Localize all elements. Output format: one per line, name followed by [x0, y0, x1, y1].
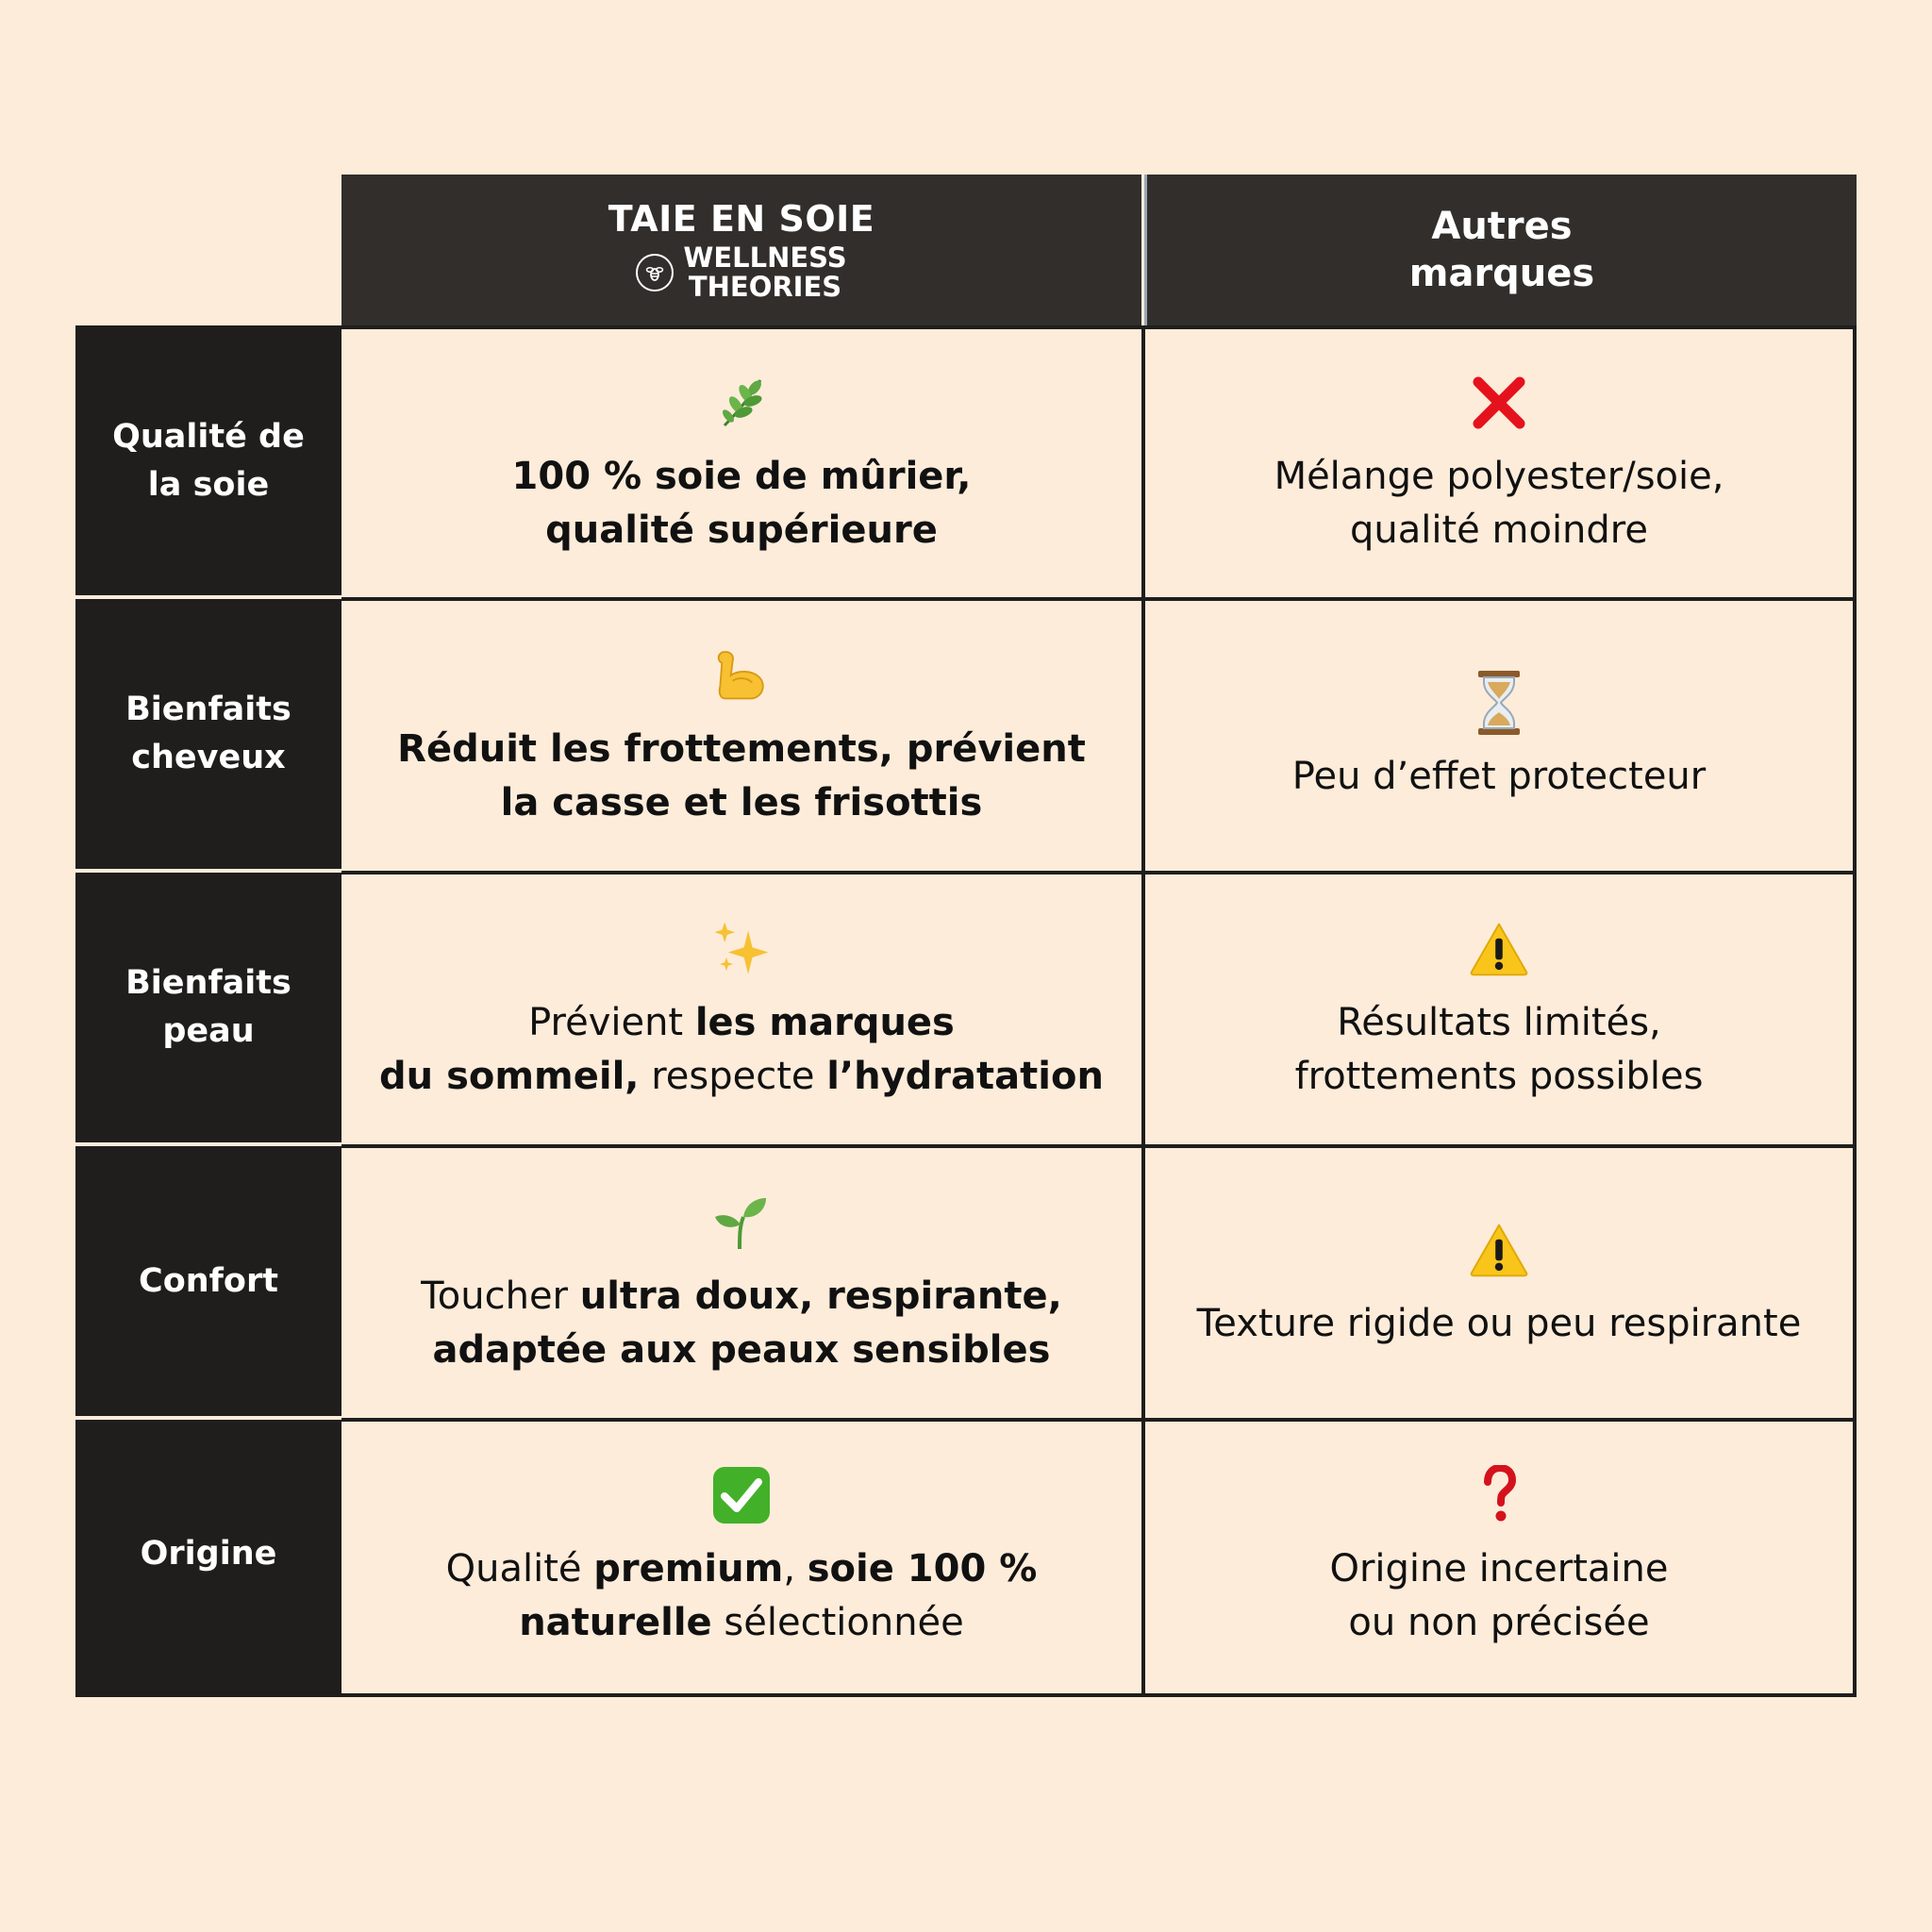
row-label: Origine: [140, 1534, 277, 1573]
comparison-table: TAIE EN SOIE WELLNESS THEORIES Autres ma…: [75, 175, 1857, 1697]
cell-others: Origine incertaine ou non précisée: [1145, 1422, 1853, 1693]
brand-line-2: THEORIES: [688, 271, 842, 303]
text-segment: Qualité: [445, 1547, 594, 1591]
cell-others: Résultats limités, frottements possibles: [1145, 874, 1853, 1148]
bold-text-segment: premium: [593, 1547, 784, 1591]
cell-others-text: Texture rigide ou peu respirante: [1196, 1301, 1802, 1345]
flexed-biceps-icon: [711, 645, 772, 706]
header-others: Autres marques: [1144, 175, 1857, 325]
cell-ours: Qualité premium, soie 100 % naturelle sé…: [341, 1422, 1141, 1693]
cell-others-text: Résultats limités, frottements possibles: [1294, 1001, 1704, 1098]
bold-text-segment: soie 100 % naturelle: [519, 1547, 1038, 1644]
row-divider: [341, 1144, 1853, 1148]
cell-others: Peu d’effet protecteur: [1145, 601, 1853, 874]
row-separator: [75, 1142, 341, 1146]
cell-ours: 100 % soie de mûrier, qualité supérieure: [341, 329, 1141, 601]
text-segment: respecte: [639, 1055, 827, 1098]
cell-ours-text: Toucher ultra doux, respirante, adaptée …: [421, 1270, 1062, 1377]
row-separator: [75, 595, 341, 599]
text-segment: Prévient: [528, 1001, 695, 1044]
row-separator: [75, 1416, 341, 1420]
herb-icon: [711, 373, 772, 433]
bold-text-segment: 100 % soie de mûrier, qualité supérieure: [511, 455, 972, 552]
warning-icon: [1469, 919, 1529, 979]
row-label: Bienfaits peau: [125, 964, 291, 1050]
row-label: Qualité de la soie: [112, 418, 305, 504]
row-separator: [75, 869, 341, 873]
brand-name: WELLNESS THEORIES: [683, 243, 846, 302]
cell-ours: Prévient les marques du sommeil, respect…: [341, 874, 1141, 1148]
check-mark-button-icon: [711, 1465, 772, 1525]
row-divider: [341, 1418, 1853, 1422]
cell-others-text: Peu d’effet protecteur: [1291, 754, 1707, 798]
header-ours-title: TAIE EN SOIE: [608, 198, 875, 240]
row-divider: [341, 597, 1853, 601]
text-segment: sélectionnée: [711, 1601, 964, 1644]
cell-others: Texture rigide ou peu respirante: [1145, 1148, 1853, 1422]
row-divider: [341, 871, 1853, 874]
cell-ours: Réduit les frottements, prévient la cass…: [341, 601, 1141, 874]
seedling-icon: [711, 1192, 772, 1253]
cell-ours-text: Réduit les frottements, prévient la cass…: [397, 723, 1086, 830]
red-cross-icon: [1469, 373, 1529, 433]
cell-others-text: Mélange polyester/soie, qualité moindre: [1274, 455, 1724, 552]
row-label: Bienfaits cheveux: [125, 691, 291, 776]
cell-ours-text: Prévient les marques du sommeil, respect…: [379, 996, 1104, 1104]
brand: WELLNESS THEORIES: [636, 243, 847, 302]
bold-text-segment: ultra doux, respirante, adaptée aux peau…: [432, 1274, 1062, 1372]
bold-text-segment: Réduit les frottements, prévient la cass…: [397, 727, 1086, 824]
text-segment: ,: [783, 1547, 808, 1591]
header-ours: TAIE EN SOIE WELLNESS THEORIES: [341, 175, 1141, 325]
bold-text-segment: l’hydratation: [826, 1055, 1104, 1098]
brand-line-1: WELLNESS: [683, 242, 847, 274]
red-question-mark-icon: [1469, 1465, 1529, 1525]
sparkles-icon: [711, 919, 772, 979]
header-others-title: Autres marques: [1408, 205, 1595, 295]
comparison-grid: 100 % soie de mûrier, qualité supérieure…: [341, 325, 1857, 1697]
column-divider: [1141, 329, 1145, 1693]
cell-others: Mélange polyester/soie, qualité moindre: [1145, 329, 1853, 601]
bee-logo-icon: [636, 254, 675, 291]
row-label: Confort: [139, 1261, 278, 1300]
cell-ours: Toucher ultra doux, respirante, adaptée …: [341, 1148, 1141, 1422]
cell-ours-text: Qualité premium, soie 100 % naturelle sé…: [446, 1542, 1038, 1650]
cell-ours-text: 100 % soie de mûrier, qualité supérieure: [512, 450, 972, 558]
bold-text-segment: les marques du sommeil,: [379, 1001, 955, 1098]
cell-others-text: Origine incertaine ou non précisée: [1329, 1547, 1669, 1644]
hourglass-icon: [1469, 670, 1529, 735]
text-segment: Toucher: [421, 1274, 580, 1318]
warning-icon: [1469, 1220, 1529, 1280]
